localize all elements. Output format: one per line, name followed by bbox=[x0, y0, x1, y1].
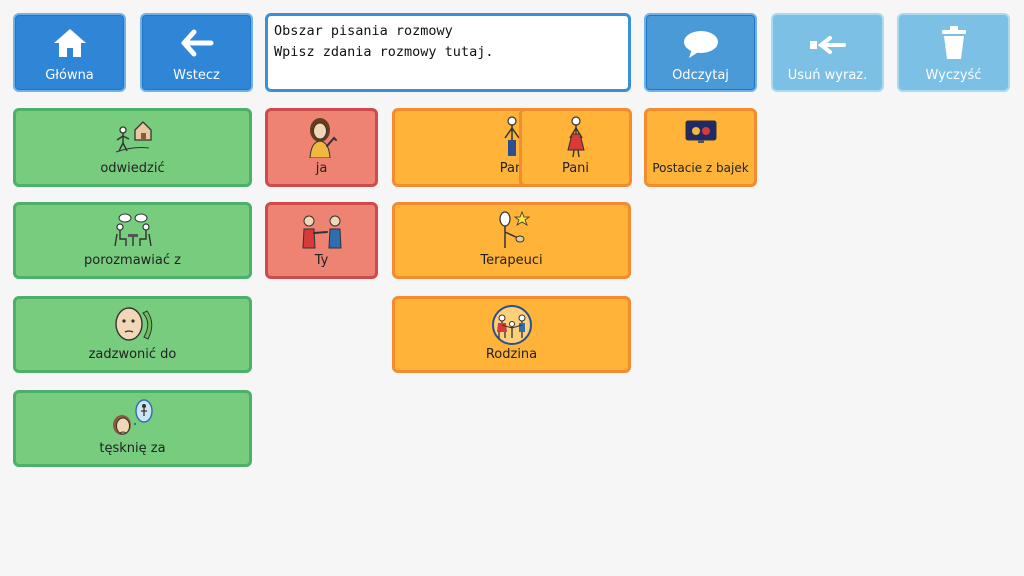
missing-someone-icon bbox=[112, 399, 153, 435]
message-line-1: Obszar pisania rozmowy bbox=[274, 23, 453, 39]
arrow-left-icon bbox=[181, 29, 213, 57]
phone-call-icon bbox=[114, 307, 152, 341]
back-button[interactable]: Wstecz bbox=[140, 13, 253, 92]
trash-icon bbox=[941, 26, 966, 59]
visit-label: odwiedzić bbox=[100, 161, 165, 176]
characters-button[interactable]: Postacie z bajek bbox=[644, 108, 757, 187]
therapist-icon bbox=[498, 210, 530, 248]
characters-label: Postacie z bajek bbox=[652, 161, 749, 175]
family-button[interactable]: Rodzina bbox=[392, 296, 631, 373]
call-label: zadzwonić do bbox=[88, 347, 177, 362]
talk-label: porozmawiać z bbox=[84, 253, 181, 268]
therapists-label: Terapeuci bbox=[480, 253, 543, 268]
speech-bubble-icon bbox=[683, 31, 718, 58]
me-button[interactable]: ja bbox=[265, 108, 378, 187]
home-label: Główna bbox=[45, 68, 94, 83]
miss-label: tęsknię za bbox=[99, 441, 166, 456]
mrs-button[interactable]: Pani bbox=[519, 108, 632, 187]
home-icon bbox=[53, 29, 86, 57]
message-line-2: Wpisz zdania rozmowy tutaj. bbox=[274, 44, 494, 60]
therapists-button[interactable]: Terapeuci bbox=[392, 202, 631, 279]
mr-label: Pan bbox=[499, 161, 524, 176]
mrs-label: Pani bbox=[561, 161, 590, 176]
talk-people-icon bbox=[113, 213, 152, 247]
you-label: Ty bbox=[314, 253, 329, 268]
visit-button[interactable]: odwiedzić bbox=[13, 108, 252, 187]
woman-icon bbox=[566, 116, 585, 158]
man-icon bbox=[503, 116, 520, 156]
me-label: ja bbox=[315, 161, 328, 176]
delete-word-button[interactable]: Usuń wyraz. bbox=[771, 13, 884, 92]
talk-button[interactable]: porozmawiać z bbox=[13, 202, 252, 279]
delete-word-icon bbox=[809, 36, 846, 54]
visit-house-icon bbox=[115, 121, 152, 153]
message-area[interactable]: Obszar pisania rozmowy Wpisz zdania rozm… bbox=[265, 13, 631, 92]
home-button[interactable]: Główna bbox=[13, 13, 126, 92]
speak-button[interactable]: Odczytaj bbox=[644, 13, 757, 92]
tv-characters-icon bbox=[685, 120, 716, 143]
you-pointing-icon bbox=[301, 215, 342, 249]
call-button[interactable]: zadzwonić do bbox=[13, 296, 252, 373]
clear-button[interactable]: Wyczyść bbox=[897, 13, 1010, 92]
family-label: Rodzina bbox=[485, 347, 538, 362]
back-label: Wstecz bbox=[173, 68, 220, 83]
delete-word-label: Usuń wyraz. bbox=[787, 68, 868, 83]
speak-label: Odczytaj bbox=[672, 68, 729, 83]
family-icon bbox=[491, 305, 532, 345]
clear-label: Wyczyść bbox=[925, 68, 982, 83]
me-person-icon bbox=[308, 118, 337, 158]
you-button[interactable]: Ty bbox=[265, 202, 378, 279]
miss-button[interactable]: tęsknię za bbox=[13, 390, 252, 467]
